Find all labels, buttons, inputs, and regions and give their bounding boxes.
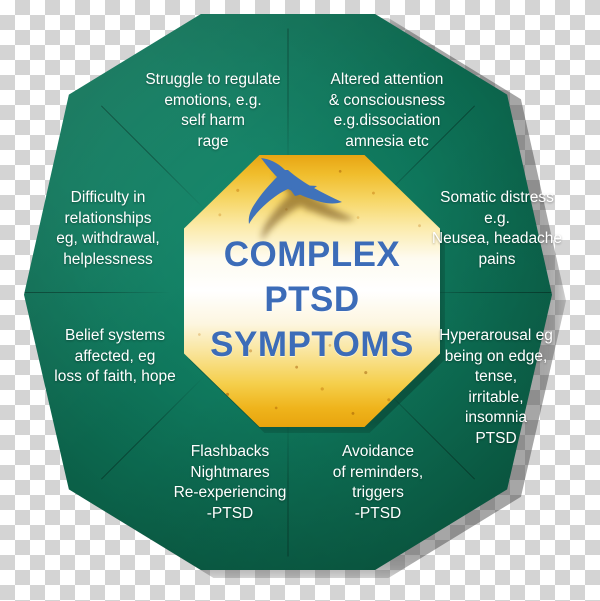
title-line-2: PTSD xyxy=(264,280,360,319)
segment-label-flashbacks-nightmares: Flashbacks Nightmares Re-experiencing -P… xyxy=(173,443,287,522)
inner-octagon xyxy=(184,155,440,427)
title-line-3: SYMPTOMS xyxy=(210,325,414,364)
segment-label-somatic-distress: Somatic distress e.g. Neusea, headache p… xyxy=(431,189,563,268)
segment-label-avoidance-of-reminders: Avoidance of reminders, triggers -PTSD xyxy=(332,443,424,522)
segment-label-struggle-to-regulate-emotions: Struggle to regulate emotions, e.g. self… xyxy=(145,71,281,150)
title-line-1: COMPLEX xyxy=(223,235,401,274)
segment-label-altered-attention-consciousness: Altered attention & consciousness e.g.di… xyxy=(328,71,446,150)
segment-label-difficulty-in-relationships: Difficulty in relationships eg, withdraw… xyxy=(56,189,160,268)
segment-label-hyperarousal: Hyperarousal eg being on edge, tense, ir… xyxy=(439,327,553,447)
segment-label-belief-systems-affected: Belief systems affected, eg loss of fait… xyxy=(54,327,176,385)
swallow-bird-icon xyxy=(247,158,359,254)
center-title: COMPLEX PTSD SYMPTOMS xyxy=(184,232,440,367)
